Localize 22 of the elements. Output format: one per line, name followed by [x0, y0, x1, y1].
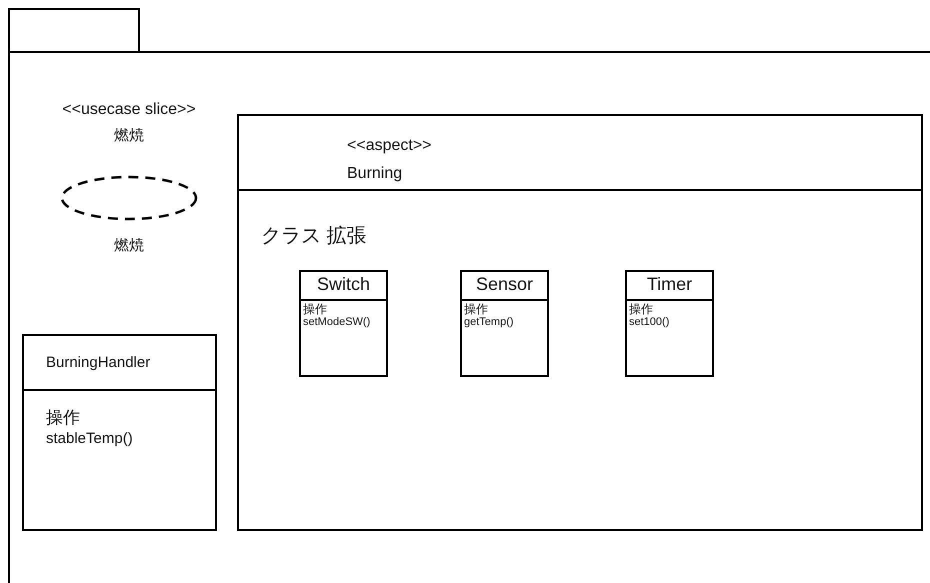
compartment-label: 操作 — [629, 303, 653, 315]
compartment-label: 操作 — [303, 303, 327, 315]
operation-name: getTemp() — [464, 316, 514, 328]
aspect-name: <<aspect>> Burning — [347, 136, 433, 184]
operation-name: setModeSW() — [303, 316, 370, 328]
class-name: Switch — [316, 274, 371, 296]
class-box — [460, 270, 549, 377]
use-case-name: 燃焼 — [113, 237, 145, 255]
compartment-label: クラス 拡張 — [261, 224, 367, 248]
class-box — [625, 270, 714, 377]
compartment-label: 操作 — [464, 303, 488, 315]
class-box — [22, 334, 217, 531]
operation-name: set100() — [629, 316, 670, 328]
use-case-name: 燃焼 — [113, 127, 145, 145]
operation-name: stableTemp() — [46, 430, 133, 448]
class-box — [299, 270, 388, 377]
compartment-label: 操作 — [46, 408, 80, 428]
stereotype-label: <<usecase slice>> — [61, 100, 197, 120]
class-name: BurningHandler — [46, 354, 150, 372]
aspect-box — [237, 114, 923, 531]
class-name: Sensor — [474, 274, 534, 296]
class-name: Timer — [646, 274, 694, 296]
